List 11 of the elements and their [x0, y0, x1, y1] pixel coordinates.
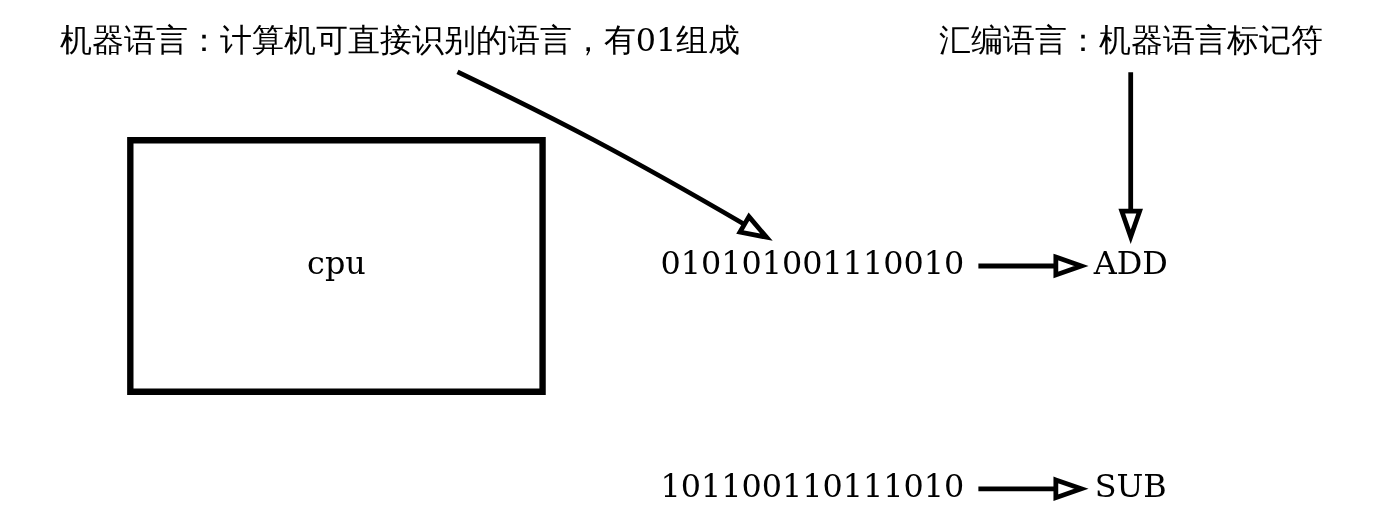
arrow [1118, 72, 1143, 244]
arrow [978, 253, 1089, 279]
arrow [456, 69, 773, 241]
node-text: 101100110111010 [660, 466, 965, 505]
node-box: cpu [127, 137, 546, 395]
node-text: 010101001110010 [660, 243, 965, 282]
node-text: 汇编语言：机器语言标记符 [938, 21, 1323, 60]
arrow [978, 476, 1089, 502]
node-text: SUB [1094, 466, 1167, 505]
node-text: 机器语言：计算机可直接识别的语言，有01组成 [59, 21, 741, 60]
node-text: ADD [1093, 243, 1168, 282]
